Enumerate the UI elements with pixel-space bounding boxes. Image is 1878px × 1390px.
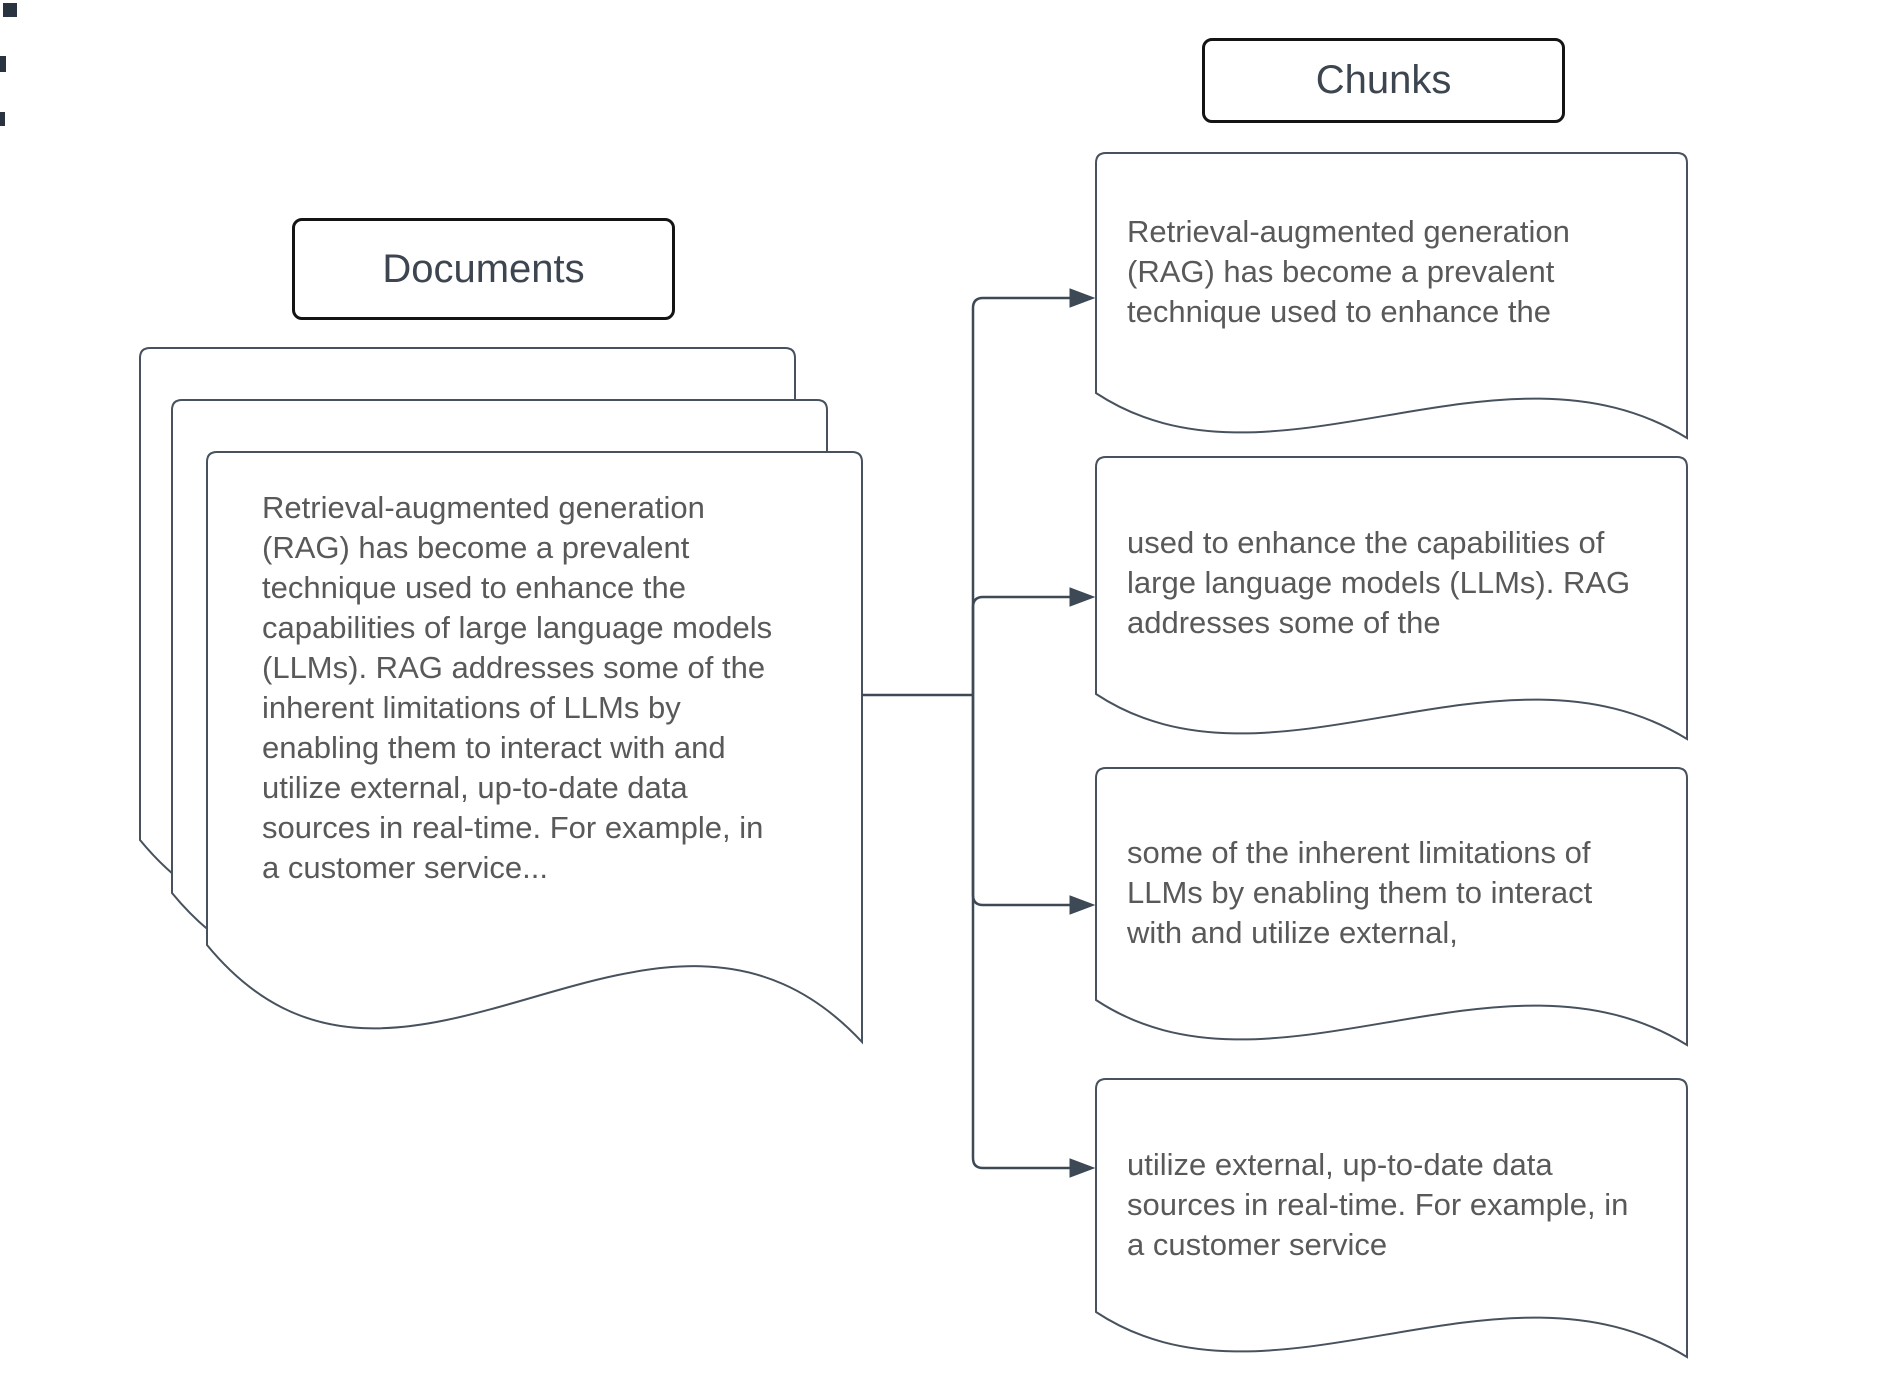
connector-branch-1 (971, 296, 1070, 695)
document-text: Retrieval-augmented generation (RAG) has… (262, 490, 773, 885)
arrowhead-chunk-3 (1069, 895, 1096, 915)
canvas-edge-tick (0, 56, 6, 72)
chunk-text-1: Retrieval-augmented generation (RAG) has… (1127, 214, 1570, 329)
chunks-label: Chunks (1202, 38, 1565, 123)
arrowhead-chunk-2 (1069, 587, 1096, 607)
chunk-text-3: some of the inherent limitations of LLMs… (1127, 835, 1593, 950)
canvas-edge-tick (0, 112, 5, 126)
chunk-text-4: utilize external, up-to-date data source… (1127, 1147, 1629, 1262)
canvas-corner-mark (3, 3, 17, 17)
connector-branch-2 (971, 595, 1070, 695)
arrowhead-chunk-1 (1069, 288, 1096, 308)
chunk-shape-1 (1095, 152, 1688, 440)
documents-label: Documents (292, 218, 675, 320)
chunks-label-text: Chunks (1315, 58, 1452, 102)
chunk-shape-3 (1095, 767, 1688, 1047)
chunk-shape-4 (1095, 1078, 1688, 1359)
chunk-shape-2 (1095, 456, 1688, 741)
arrowhead-chunk-4 (1069, 1158, 1096, 1178)
chunk-text-2: used to enhance the capabilities of larg… (1127, 525, 1631, 640)
document-shape-front (206, 451, 863, 1045)
connector-branch-3 (971, 695, 1070, 907)
connector-branch-4 (971, 695, 1070, 1170)
documents-label-text: Documents (382, 246, 585, 291)
